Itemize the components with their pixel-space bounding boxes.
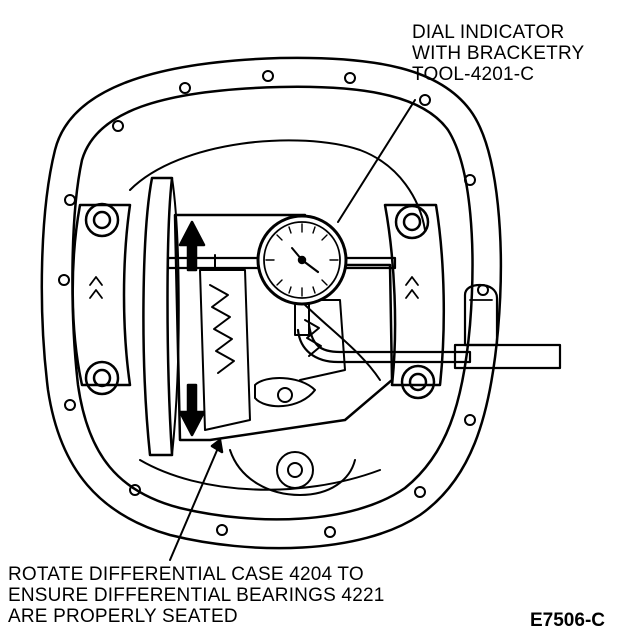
- callout-top-line-1: DIAL INDICATOR: [412, 22, 565, 43]
- indicator-support-arm: [296, 283, 562, 370]
- callout-bottom-line-1: ROTATE DIFFERENTIAL CASE 4204 TO: [8, 564, 364, 585]
- callout-bottom-line-2: ENSURE DIFFERENTIAL BEARINGS 4221: [8, 585, 385, 606]
- callout-rotate-case: ROTATE DIFFERENTIAL CASE 4204 TO ENSURE …: [8, 564, 385, 627]
- callout-top-line-2: WITH BRACKETRY: [412, 43, 585, 64]
- up-arrow-icon: [178, 220, 206, 272]
- pinion-center: [287, 462, 303, 478]
- leader-line-case: [169, 447, 219, 561]
- housing-flange-outer: [40, 56, 503, 550]
- dial-gauge-icon: [256, 214, 348, 336]
- leader-line-arrow: [210, 438, 224, 454]
- axle-tube-curve: [229, 449, 356, 496]
- right-bearing-cap: [383, 203, 446, 400]
- callout-bottom-line-3: ARE PROPERLY SEATED: [8, 606, 238, 627]
- figure-id-label: E7506-C: [530, 610, 605, 631]
- callout-top-line-3: TOOL-4201-C: [412, 64, 535, 85]
- housing-flange-inner: [71, 85, 474, 521]
- leader-line-indicator: [337, 99, 416, 223]
- callout-dial-indicator: DIAL INDICATOR WITH BRACKETRY TOOL-4201-…: [412, 22, 584, 85]
- down-arrow-icon: [178, 383, 206, 437]
- cavity-contour: [129, 139, 426, 491]
- ring-gear: [142, 176, 180, 457]
- left-bearing-cap: [71, 202, 132, 396]
- flange-bolts: [58, 70, 489, 538]
- pinion-nut: [276, 451, 314, 489]
